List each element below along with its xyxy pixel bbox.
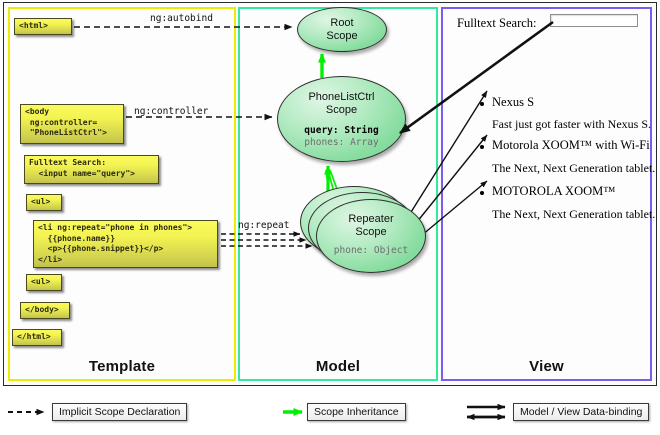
legend-label-model-view-data-binding: Model / View Data-binding bbox=[513, 403, 650, 421]
view-item-snippet-2: The Next, Next Generation tablet. bbox=[492, 207, 656, 221]
scope-root-title-1: Root bbox=[330, 17, 354, 29]
scope-phonelistctrl-prop-phones: phones: Array bbox=[304, 137, 379, 149]
code-box-html-close: </html> bbox=[12, 329, 62, 346]
connector-label-repeat: ng:repeat bbox=[238, 220, 290, 231]
scope-phonelistctrl-title-2: Scope bbox=[325, 103, 358, 116]
legend: Implicit Scope Declaration Scope Inherit… bbox=[0, 392, 660, 435]
view-panel: Fulltext Search: Nexus S Fast just got f… bbox=[447, 13, 655, 343]
view-item-name-0: Nexus S bbox=[492, 95, 535, 109]
scope-phonelistctrl: PhoneListCtrl Scope query: String phones… bbox=[277, 76, 406, 162]
view-bullet-1 bbox=[480, 145, 484, 149]
connector-label-autobind: ng:autobind bbox=[150, 13, 213, 24]
scope-phonelistctrl-title-1: PhoneListCtrl bbox=[308, 91, 375, 103]
column-label-model: Model bbox=[315, 358, 361, 375]
code-box-body-close: </body> bbox=[20, 302, 70, 319]
view-item-snippet-1: The Next, Next Generation tablet. bbox=[492, 161, 656, 175]
legend-label-implicit-scope-declaration: Implicit Scope Declaration bbox=[52, 403, 188, 421]
code-box-ul-close: <ul> bbox=[26, 274, 62, 291]
view-search-input[interactable] bbox=[550, 14, 638, 27]
code-box-ul-open: <ul> bbox=[26, 194, 62, 211]
view-search-label: Fulltext Search: bbox=[457, 16, 537, 30]
column-label-view: View bbox=[529, 358, 564, 375]
scope-phonelistctrl-prop-query: query: String bbox=[304, 125, 379, 137]
column-template: Template bbox=[8, 7, 236, 381]
view-item-name-1: Motorola XOOM™ with Wi-Fi bbox=[492, 138, 650, 152]
scope-root-title-2: Scope bbox=[326, 29, 358, 42]
scope-repeater-title-1: Repeater bbox=[348, 213, 394, 225]
view-item-snippet-0: Fast just got faster with Nexus S. bbox=[492, 117, 651, 131]
scope-repeater-prop-phone: phone: Object bbox=[333, 245, 409, 257]
view-bullet-0 bbox=[480, 102, 484, 106]
scope-repeater-title-2: Scope bbox=[355, 225, 387, 238]
code-box-fulltext-search: Fulltext Search: <input name="query"> bbox=[24, 155, 159, 184]
column-label-template: Template bbox=[88, 358, 156, 375]
code-box-html-open: <html> bbox=[14, 18, 72, 35]
connector-label-controller: ng:controller bbox=[134, 106, 209, 117]
code-box-body-controller: <body ng:controller= "PhoneListCtrl"> bbox=[20, 104, 124, 144]
scope-repeater: Repeater Scope phone: Object bbox=[316, 199, 426, 273]
view-item-name-2: MOTOROLA XOOM™ bbox=[492, 184, 616, 198]
legend-label-scope-inheritance: Scope Inheritance bbox=[307, 403, 406, 421]
code-box-li-repeat: <li ng:repeat="phone in phones"> {{phone… bbox=[33, 220, 218, 268]
view-bullet-2 bbox=[480, 191, 484, 195]
scope-root: Root Scope bbox=[297, 7, 387, 52]
